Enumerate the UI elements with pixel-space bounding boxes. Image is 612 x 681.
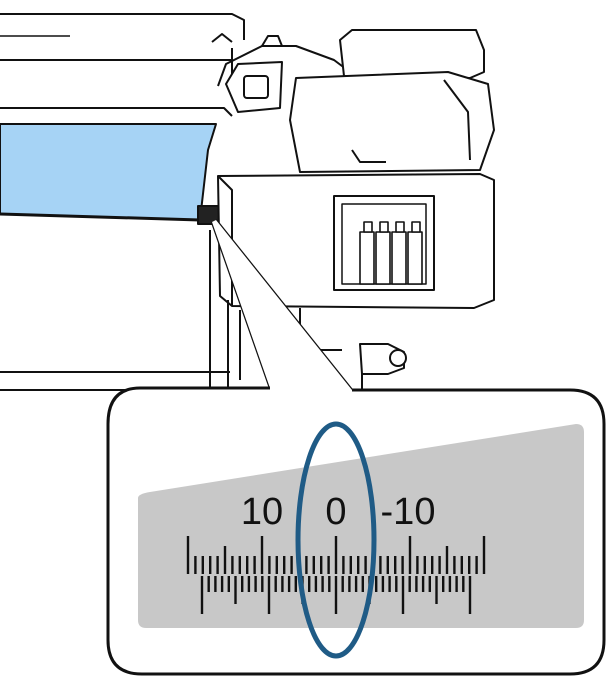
printer-icon	[0, 13, 495, 400]
scale-label-0: 0	[325, 491, 346, 533]
ink-cartridges	[359, 221, 423, 285]
paper-sheet	[0, 123, 217, 221]
scale-label-minus-10: -10	[381, 491, 436, 533]
alignment-scale-icon: 10 0 -10	[138, 421, 584, 659]
callout-box	[106, 386, 606, 676]
zero-highlight-ellipse	[295, 421, 377, 659]
scale-label-10: 10	[241, 491, 283, 533]
